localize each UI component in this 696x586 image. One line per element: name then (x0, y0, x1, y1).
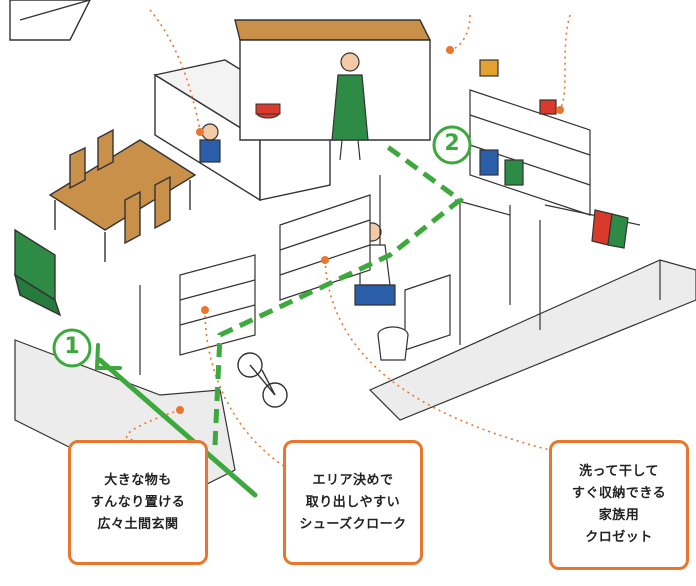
back-shelf (234, 19, 432, 41)
callout-shoe-cloak-line-3: シューズクローク (299, 516, 407, 532)
person-kitchen-icon (331, 52, 369, 161)
callout-family-closet-line-3: 家族用 (598, 508, 640, 523)
shoe-cloak-shelf (179, 194, 371, 356)
callout-entrance-line-3: 広々土間玄関 (97, 516, 179, 532)
callout-shoe-cloak-line-1: エリア決めで (312, 472, 394, 488)
washer (377, 274, 451, 361)
callout-family-closet-line-2: すぐ収納できる (571, 486, 667, 501)
route-1 (94, 343, 258, 498)
sofa (13, 228, 62, 317)
leader-lines (125, 9, 571, 471)
bicycle-icon (237, 352, 288, 408)
callout-family-closet: 洗って干して すぐ収納できる 家族用 クロゼット (549, 440, 689, 570)
child-icon (199, 123, 221, 163)
family-closet-shelves (469, 59, 591, 216)
callout-family-closet-line-4: クロゼット (585, 530, 653, 545)
walls (139, 175, 661, 375)
leader-dots (176, 46, 564, 414)
route-1-number: 1 (64, 334, 80, 359)
callout-shoe-cloak: エリア決めで 取り出しやすい シューズクローク (283, 440, 423, 565)
callout-entrance-line-2: すんなり置ける (90, 494, 186, 510)
callout-entrance: 大きな物も すんなり置ける 広々土間玄関 (68, 440, 208, 565)
callout-family-closet-line-1: 洗って干して (579, 464, 659, 479)
route-1-marker (52, 328, 92, 368)
callout-entrance-line-1: 大きな物も (104, 472, 172, 488)
hanging-clothes-icon (544, 204, 641, 249)
route-2-number: 2 (444, 131, 460, 156)
route-2-marker (432, 125, 472, 165)
route-2 (212, 142, 465, 446)
callout-shoe-cloak-line-2: 取り出しやすい (305, 494, 401, 510)
pot-icon (255, 103, 281, 119)
dining-table (48, 128, 197, 262)
